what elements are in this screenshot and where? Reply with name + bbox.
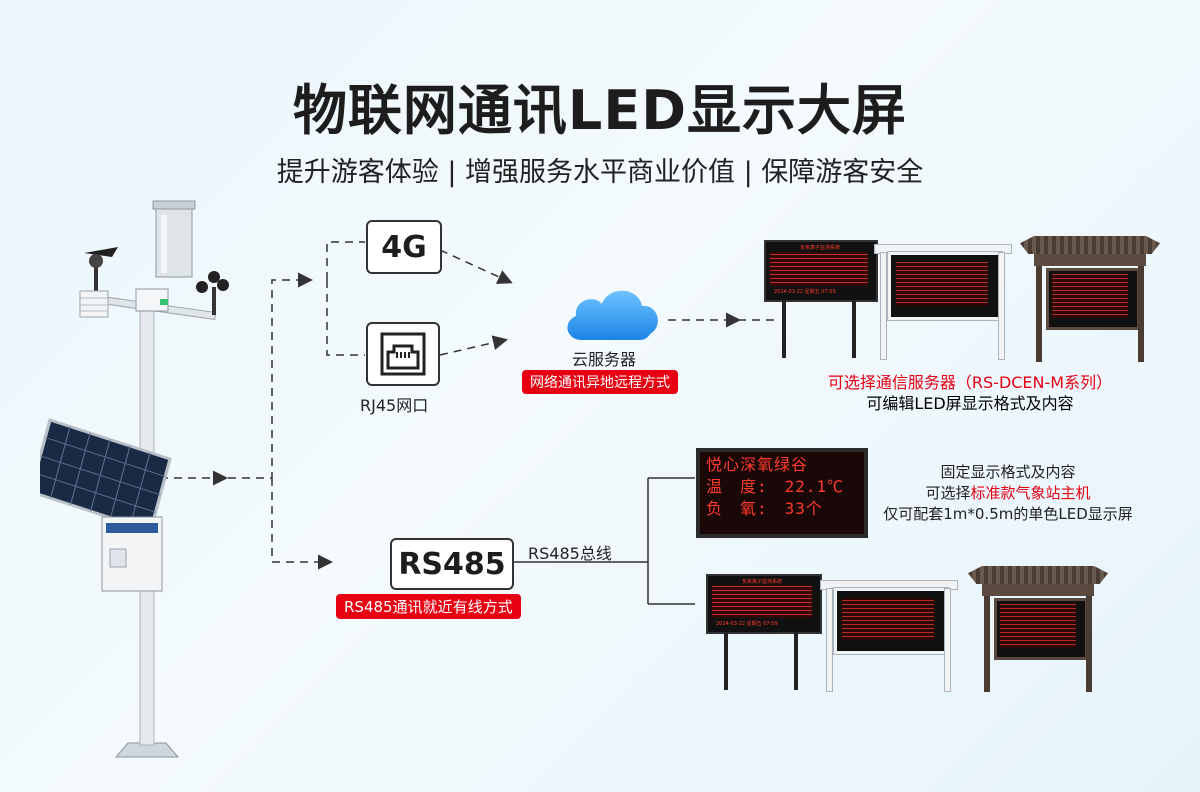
led-screen-standing-bottom: 负氧离子监测系统 2024-03-22 星期五 07:59 — [706, 574, 822, 692]
single-color-led-panel: 悦心深氧绿谷 温 度: 22.1℃ 负 氧: 33个 — [696, 448, 868, 538]
cloud-server-icon — [567, 290, 658, 340]
rs485-bus-label: RS485总线 — [528, 544, 612, 563]
to-4g-line — [326, 241, 365, 280]
rj45-port-box — [366, 322, 440, 386]
rj45-label: RJ45网口 — [360, 396, 429, 415]
to-rj45-line — [326, 280, 365, 356]
led-screen-pavilion-top — [1020, 236, 1160, 364]
lower-branch-arrow — [271, 478, 333, 570]
top-screens-note: 可选择通信服务器（RS-DCEN-M系列） 可编辑LED屏显示格式及内容 — [780, 372, 1160, 414]
led-line-name: 悦心深氧绿谷 — [706, 455, 809, 474]
led-screen-standing-top: 负氧离子监测系统 2024-03-22 星期五 07:59 — [764, 240, 878, 360]
led-screen-pavilion-bottom — [968, 566, 1108, 694]
page-title: 物联网通讯LED显示大屏 — [292, 79, 908, 142]
mid-note-line1: 固定显示格式及内容 — [940, 463, 1076, 481]
mid-note-line2: 可选择标准款气象站主机 — [925, 484, 1091, 502]
top-note-line1: 可选择通信服务器（RS-DCEN-M系列） — [827, 373, 1113, 392]
led-screen-white-frame-bottom — [820, 574, 958, 692]
top-note-line2: 可编辑LED屏显示格式及内容 — [866, 394, 1074, 413]
upper-branch-arrow — [228, 272, 313, 479]
mid-note-line3: 仅可配套1m*0.5m的单色LED显示屏 — [883, 505, 1133, 523]
rj45-to-cloud-arrow — [439, 335, 508, 356]
cloud-network-tag: 网络通讯异地远程方式 — [522, 370, 678, 394]
4g-module-box: 4G — [366, 220, 442, 274]
cloud-server-label: 云服务器 — [572, 350, 637, 369]
weather-station-illustration — [40, 200, 229, 758]
led-screen-white-frame-top — [874, 236, 1012, 360]
rs485-box: RS485 — [390, 538, 514, 590]
rs485-tag: RS485通讯就近有线方式 — [336, 594, 521, 619]
mid-note: 固定显示格式及内容 可选择标准款气象站主机 仅可配套1m*0.5m的单色LED显… — [858, 462, 1158, 525]
led-line-temperature: 温 度: 22.1℃ — [706, 477, 845, 496]
page-subtitle: 提升游客体验 | 增强服务水平商业价值 | 保障游客安全 — [276, 157, 924, 188]
mid-note-highlight: 标准款气象站主机 — [970, 484, 1091, 502]
ethernet-port-icon — [380, 332, 426, 376]
4g-to-cloud-arrow — [439, 249, 513, 284]
led-line-negative-oxygen: 负 氧: 33个 — [706, 499, 823, 518]
